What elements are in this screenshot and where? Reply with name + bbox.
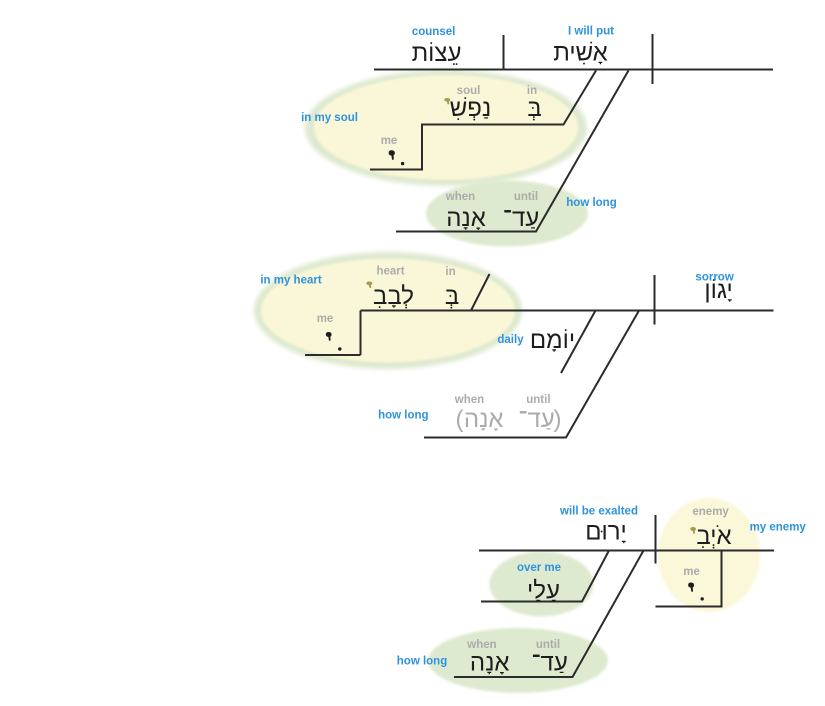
svg-text:until: until	[526, 394, 550, 406]
svg-text:sorrow: sorrow	[695, 272, 733, 284]
svg-text:עַד־: עַד־	[518, 406, 554, 433]
svg-text:enemy: enemy	[692, 506, 729, 518]
svg-text:יוֹמָם: יוֹמָם	[530, 327, 575, 354]
svg-text:I will put: I will put	[568, 26, 614, 38]
svg-text:how long: how long	[566, 197, 616, 209]
svg-text:me: me	[683, 566, 700, 578]
svg-text:): )	[554, 406, 562, 433]
svg-text:counsel: counsel	[412, 26, 455, 38]
svg-text:in my soul: in my soul	[301, 112, 358, 124]
svg-text:daily: daily	[497, 334, 524, 346]
svg-text:in: in	[527, 85, 537, 97]
svg-text:in: in	[445, 266, 455, 278]
svg-text:when: when	[466, 639, 496, 651]
svg-text:בְּ: בְּ	[527, 95, 541, 122]
svg-text:אֹיְבִ: אֹיְבִ	[696, 523, 731, 550]
svg-text:בְּ: בְּ	[445, 283, 459, 310]
svg-text:over me: over me	[517, 562, 561, 574]
svg-text:until: until	[536, 639, 560, 651]
svg-text:(: (	[456, 406, 464, 433]
svg-text:אָנָה: אָנָה	[464, 406, 504, 433]
svg-text:me: me	[317, 313, 334, 325]
svg-text:heart: heart	[376, 266, 404, 278]
svg-text:me: me	[381, 135, 398, 147]
svg-text:my enemy: my enemy	[750, 522, 807, 534]
svg-text:when: when	[445, 191, 475, 203]
svg-text:in my heart: in my heart	[260, 275, 322, 287]
svg-text:until: until	[514, 191, 538, 203]
svg-text:נַפְשִׁ: נַפְשִׁ	[450, 95, 492, 122]
svg-text:יָרוּם: יָרוּם	[585, 519, 627, 546]
svg-text:לְבָבִ: לְבָבִ	[373, 283, 414, 310]
svg-text:יָגוֹן: יָגוֹן	[704, 277, 732, 304]
svg-text:will be exalted: will be exalted	[559, 506, 638, 518]
svg-text:עֵצוֹת: עֵצוֹת	[412, 40, 462, 67]
svg-text:עַד־: עַד־	[503, 205, 539, 232]
svg-text:אָשִׁית: אָשִׁית	[553, 40, 607, 67]
svg-text:when: when	[454, 394, 484, 406]
svg-text:how long: how long	[397, 656, 447, 668]
svg-text:עָלַי: עָלַי	[527, 578, 560, 605]
svg-text:soul: soul	[457, 85, 481, 97]
svg-text:עַד־: עַד־	[531, 650, 567, 677]
svg-text:אָנָה: אָנָה	[446, 205, 486, 232]
svg-text:אָנָה: אָנָה	[470, 650, 510, 677]
svg-text:how long: how long	[378, 410, 428, 422]
